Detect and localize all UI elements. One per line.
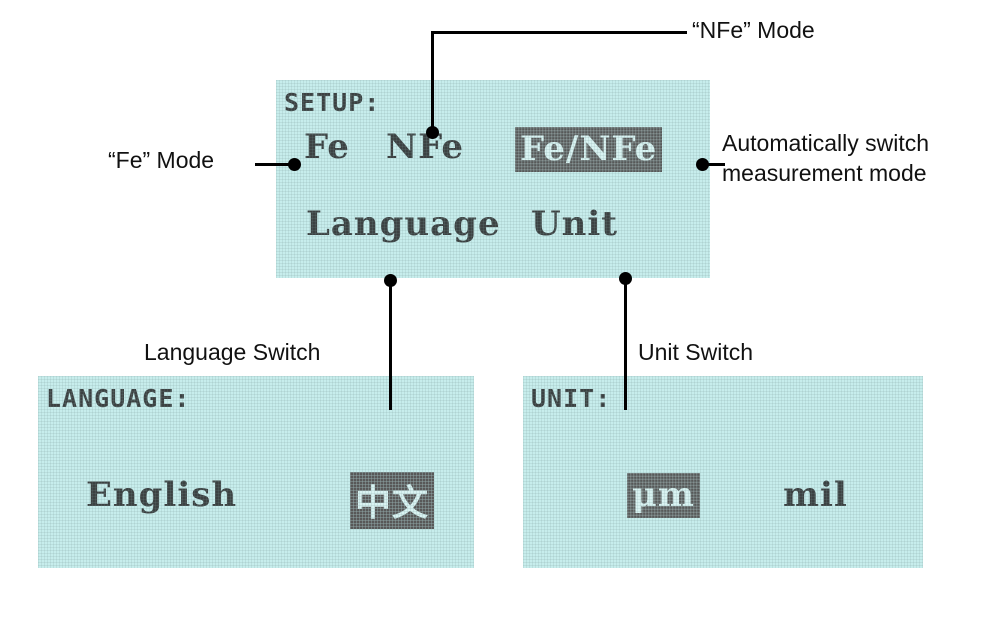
setup-screen-title: SETUP: [284,88,381,117]
setup-menu-unit[interactable]: Unit [531,204,618,244]
callout-leader-auto-switch-horizontal [705,163,725,166]
setup-menu-unit-label: Unit [531,204,618,244]
callout-leader-fe-mode-horizontal [255,163,297,166]
callout-label-unit-switch: Unit Switch [638,339,754,365]
callout-label-auto-switch: Automatically switch measurement mode [722,128,992,188]
unit-screen-title: UNIT: [531,384,612,413]
callout-label-auto-switch-line1: Automatically switch [722,130,930,156]
setup-option-fe-nfe-label: Fe/NFe [520,129,658,169]
language-option-english[interactable]: English [86,475,237,515]
callout-leader-language-switch-vertical [389,280,392,410]
setup-option-fe-label: Fe [304,127,350,167]
unit-option-micrometre-selected[interactable]: μm [627,473,700,518]
callout-label-nfe-mode: “NFe” Mode [692,17,815,43]
language-option-chinese-label: 中文 [355,483,430,524]
lcd-screen-setup: SETUP: Fe NFe Fe/NFe Language Unit [276,80,710,278]
language-option-chinese-selected[interactable]: 中文 [350,472,435,529]
callout-leader-nfe-mode-vertical [431,32,434,132]
unit-option-mil-label: mil [783,475,848,515]
setup-option-fe[interactable]: Fe [304,127,350,167]
setup-menu-language-label: Language [306,204,501,244]
callout-label-language-switch: Language Switch [144,339,321,365]
lcd-screen-unit: UNIT: μm mil [523,376,923,568]
callout-leader-unit-switch-vertical [624,278,627,410]
setup-option-fe-nfe-selected[interactable]: Fe/NFe [515,127,663,172]
callout-dot-auto-switch [696,158,709,171]
callout-label-fe-mode: “Fe” Mode [108,147,215,173]
callout-dot-nfe-mode [426,126,439,139]
unit-option-mil[interactable]: mil [783,475,848,515]
language-screen-title: LANGUAGE: [46,384,191,413]
unit-option-micrometre-label: μm [632,475,695,515]
setup-menu-language[interactable]: Language [306,204,501,244]
language-option-english-label: English [86,475,238,515]
callout-leader-nfe-mode-horizontal [431,31,687,34]
lcd-screen-language: LANGUAGE: English 中文 [38,376,474,568]
setup-option-nfe-label: NFe [386,127,464,167]
setup-option-nfe[interactable]: NFe [386,127,464,167]
callout-label-auto-switch-line2: measurement mode [722,160,927,186]
